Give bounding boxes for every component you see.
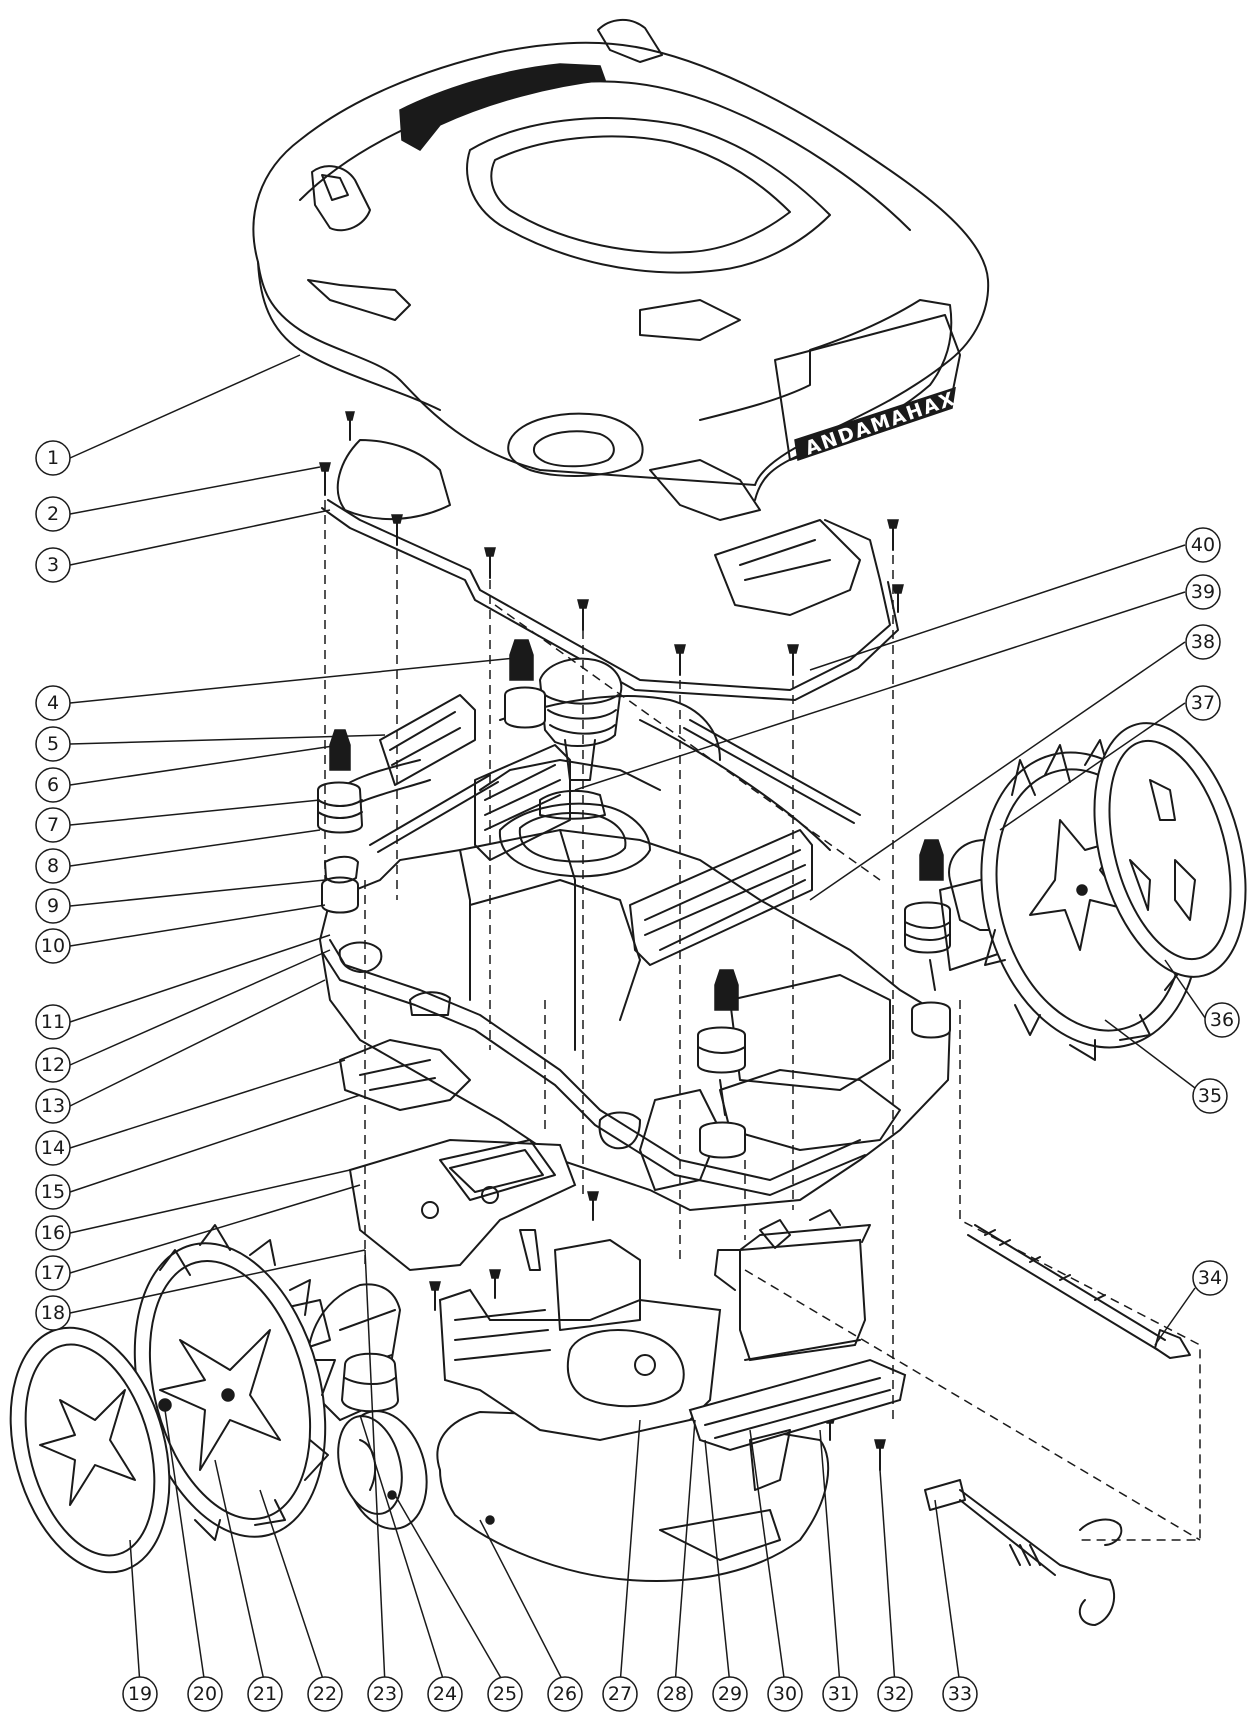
callout-18: 18 bbox=[41, 1302, 65, 1324]
callout-30: 30 bbox=[773, 1683, 797, 1705]
callout-27: 27 bbox=[608, 1683, 632, 1705]
callout-36: 36 bbox=[1210, 1009, 1234, 1031]
callout-12: 12 bbox=[41, 1054, 65, 1076]
top-frame-seal bbox=[321, 439, 899, 701]
callout-13: 13 bbox=[41, 1095, 65, 1117]
callout-26: 26 bbox=[553, 1683, 577, 1705]
callout-34: 34 bbox=[1198, 1267, 1222, 1289]
callout-4: 4 bbox=[47, 692, 59, 714]
callout-23: 23 bbox=[373, 1683, 397, 1705]
left-wheel bbox=[9, 1224, 402, 1574]
callouts: 1 2 3 4 5 6 7 8 9 10 11 12 13 14 15 16 1… bbox=[35, 440, 1240, 1712]
callout-10: 10 bbox=[41, 935, 65, 957]
callout-24: 24 bbox=[433, 1683, 457, 1705]
callout-17: 17 bbox=[41, 1262, 65, 1284]
top-cover: ANDAMAHAX bbox=[252, 19, 990, 616]
callout-37: 37 bbox=[1191, 692, 1215, 714]
callout-14: 14 bbox=[41, 1137, 65, 1159]
callout-32: 32 bbox=[883, 1683, 907, 1705]
callout-40: 40 bbox=[1191, 534, 1215, 556]
callout-3: 3 bbox=[47, 554, 59, 576]
screws bbox=[319, 411, 904, 1521]
bottom-base bbox=[436, 1410, 830, 1582]
callout-38: 38 bbox=[1191, 631, 1215, 653]
callout-28: 28 bbox=[663, 1683, 687, 1705]
cables bbox=[329, 695, 861, 853]
callout-1: 1 bbox=[47, 447, 59, 469]
callout-9: 9 bbox=[47, 895, 59, 917]
callout-20: 20 bbox=[193, 1683, 217, 1705]
callout-15: 15 bbox=[41, 1181, 65, 1203]
callout-5: 5 bbox=[47, 733, 59, 755]
charging-cables bbox=[924, 1224, 1191, 1626]
callout-6: 6 bbox=[47, 774, 59, 796]
callout-2: 2 bbox=[47, 503, 59, 525]
callout-31: 31 bbox=[828, 1683, 852, 1705]
callout-11: 11 bbox=[41, 1011, 65, 1033]
lower-control-box bbox=[339, 1039, 577, 1272]
callout-33: 33 bbox=[948, 1683, 972, 1705]
callout-21: 21 bbox=[253, 1683, 277, 1705]
callout-7: 7 bbox=[47, 814, 59, 836]
leader-lines bbox=[69, 354, 1211, 1686]
center-lines bbox=[324, 500, 1201, 1541]
spring-mounts bbox=[317, 639, 951, 1159]
circuit-boards bbox=[379, 694, 813, 966]
callout-29: 29 bbox=[718, 1683, 742, 1705]
right-wheel bbox=[939, 722, 1247, 1061]
callout-22: 22 bbox=[313, 1683, 337, 1705]
callout-16: 16 bbox=[41, 1222, 65, 1244]
callout-35: 35 bbox=[1198, 1085, 1222, 1107]
callout-8: 8 bbox=[47, 855, 59, 877]
callout-39: 39 bbox=[1191, 581, 1215, 603]
callout-19: 19 bbox=[128, 1683, 152, 1705]
lower-frame bbox=[438, 1209, 907, 1491]
callout-25: 25 bbox=[493, 1683, 517, 1705]
castor-wheel bbox=[337, 1352, 428, 1530]
central-motor bbox=[538, 657, 623, 781]
chassis bbox=[318, 759, 952, 1212]
